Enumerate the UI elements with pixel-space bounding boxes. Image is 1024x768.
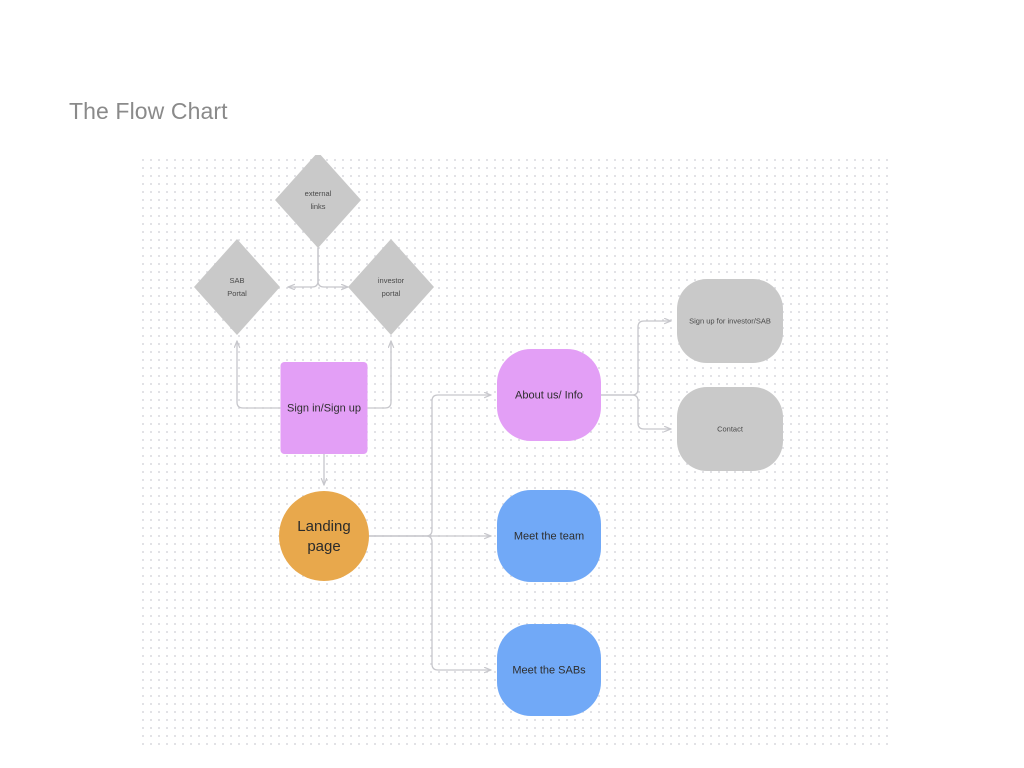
node-external-links-label-2: links <box>310 202 325 211</box>
node-meet-the-sabs[interactable]: Meet the SABs <box>497 624 601 716</box>
node-sign-in-sign-up[interactable]: Sign in/Sign up <box>280 362 368 454</box>
node-landing-page-label-2: page <box>307 538 340 555</box>
node-external-links-label-1: external <box>305 189 332 198</box>
node-about-us-info[interactable]: About us/ Info <box>497 349 601 441</box>
node-contact-label: Contact <box>717 424 744 433</box>
node-contact[interactable]: Contact <box>677 387 783 471</box>
edge-signin-to-investor[interactable] <box>367 340 395 409</box>
node-sab-portal[interactable]: SAB Portal <box>194 239 280 335</box>
node-external-links[interactable]: external links <box>275 155 361 248</box>
node-investor-portal[interactable]: investor portal <box>348 239 434 335</box>
node-sab-portal-label-1: SAB <box>229 276 244 285</box>
edge-landing-to-sabs[interactable] <box>368 535 492 674</box>
node-about-us-info-label: About us/ Info <box>515 389 583 401</box>
node-investor-portal-label-1: investor <box>378 276 405 285</box>
node-landing-page-label-1: Landing <box>297 518 350 535</box>
edge-about-to-signup[interactable] <box>600 317 672 396</box>
edge-external-to-sab[interactable] <box>287 247 319 291</box>
node-investor-portal-label-2: portal <box>382 289 401 298</box>
flowchart-svg: external links SAB Portal investor porta… <box>194 155 783 716</box>
node-sign-in-sign-up-label: Sign in/Sign up <box>287 402 361 414</box>
node-sign-up-investor-sab[interactable]: Sign up for investor/SAB <box>677 279 783 363</box>
node-landing-page[interactable]: Landing page <box>279 491 369 581</box>
edge-external-to-investor[interactable] <box>317 247 349 291</box>
node-meet-the-sabs-label: Meet the SABs <box>512 664 586 676</box>
edge-about-to-contact[interactable] <box>600 394 672 433</box>
edge-layer <box>233 247 672 674</box>
flowchart-canvas[interactable]: external links SAB Portal investor porta… <box>138 155 888 745</box>
edge-signin-to-sab[interactable] <box>233 340 281 409</box>
edge-landing-to-about[interactable] <box>368 391 492 537</box>
node-meet-the-team[interactable]: Meet the team <box>497 490 601 582</box>
node-meet-the-team-label: Meet the team <box>514 530 584 542</box>
node-sab-portal-label-2: Portal <box>227 289 247 298</box>
page-title: The Flow Chart <box>69 98 228 124</box>
node-sign-up-investor-sab-label: Sign up for investor/SAB <box>689 316 771 325</box>
node-layer: external links SAB Portal investor porta… <box>194 155 783 716</box>
